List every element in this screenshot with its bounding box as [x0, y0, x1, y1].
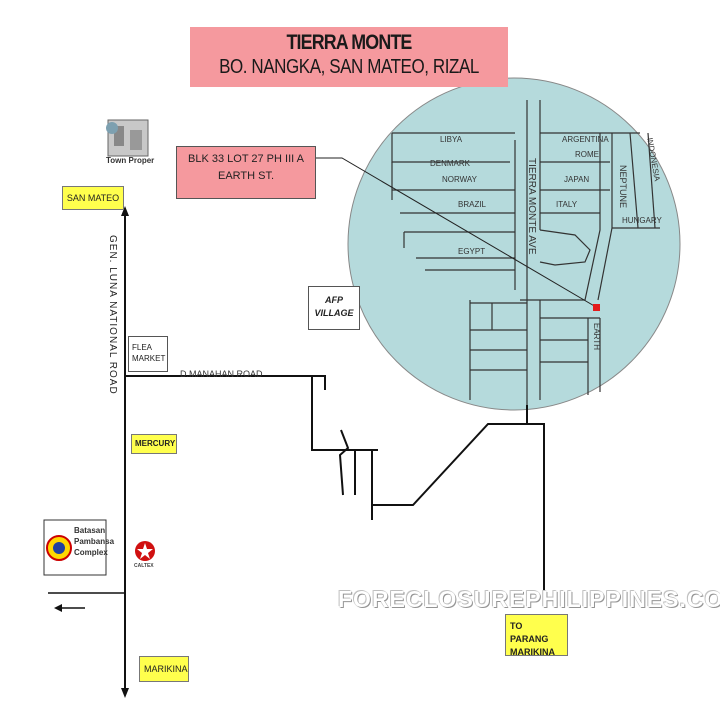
- street-tierra-monte-ave: TIERRA MONTE AVE: [526, 158, 537, 255]
- street-argentina: ARGENTINA: [562, 135, 609, 144]
- batasan-label: Batasan Pambansa Complex: [74, 525, 114, 558]
- watermark: FORECLOSUREPHILIPPINES.COM: [338, 586, 720, 612]
- south-arrow: [121, 688, 129, 698]
- north-arrow: [121, 206, 129, 216]
- pointer-line: [316, 157, 597, 308]
- afp-village-label: AFP VILLAGE: [308, 286, 360, 330]
- flea-market-label: FLEA MARKET: [128, 336, 168, 372]
- san-mateo-label: SAN MATEO: [62, 186, 124, 210]
- subdivision-roads: [391, 100, 660, 420]
- gen-luna-road-label: GEN. LUNA NATIONAL ROAD: [107, 235, 118, 395]
- street-norway: NORWAY: [442, 175, 477, 184]
- inset-circle: [347, 77, 681, 411]
- lot-label: BLK 33 LOT 27 PH III A EARTH ST.: [176, 146, 316, 199]
- dmanahan-road-label: D.MANAHAN ROAD: [180, 369, 263, 379]
- street-neptune: NEPTUNE: [618, 165, 628, 209]
- title: TIERRA MONTE: [286, 31, 412, 54]
- flea-market-line2: MARKET: [132, 354, 166, 363]
- mercury-label: MERCURY: [131, 434, 177, 454]
- to-parang-label: TO PARANG MARIKINA: [505, 614, 568, 657]
- batasan-line1: Batasan: [74, 526, 106, 535]
- caltex-label: CALTEX: [134, 563, 154, 569]
- street-egypt: EGYPT: [458, 247, 486, 256]
- main-roads: [124, 214, 545, 692]
- to-parang-line2: MARIKINA: [510, 647, 555, 657]
- caltex-logo-icon: [135, 541, 155, 561]
- to-parang-line1: TO PARANG: [510, 621, 549, 644]
- afp-line1: AFP: [325, 295, 343, 305]
- property-marker: [593, 304, 600, 311]
- street-earth: EARTH: [592, 323, 601, 350]
- town-proper-label: Town Proper: [106, 156, 155, 165]
- street-hungary: HUNGARY: [622, 216, 662, 225]
- afp-line2: VILLAGE: [314, 308, 354, 318]
- church-icon: [106, 119, 149, 157]
- street-italy: ITALY: [556, 200, 578, 209]
- street-brazil: BRAZIL: [458, 200, 487, 209]
- street-japan: JAPAN: [564, 175, 590, 184]
- street-rome: ROME: [575, 150, 599, 159]
- subtitle: BO. NANGKA, SAN MATEO, RIZAL: [219, 56, 479, 78]
- batasan-line2: Pambansa: [74, 537, 115, 546]
- street-libya: LIBYA: [440, 135, 463, 144]
- batasan-seal-icon: [43, 519, 107, 576]
- flea-market-line1: FLEA: [132, 343, 153, 352]
- title-box: TIERRA MONTE BO. NANGKA, SAN MATEO, RIZA…: [190, 27, 508, 87]
- lot-line1: BLK 33 LOT 27 PH III A: [188, 153, 304, 165]
- batasan-line3: Complex: [74, 548, 108, 557]
- marikina-label: MARIKINA: [139, 656, 189, 682]
- street-denmark: DENMARK: [430, 159, 471, 168]
- west-arrow: [54, 604, 62, 612]
- lot-line2: EARTH ST.: [217, 170, 275, 182]
